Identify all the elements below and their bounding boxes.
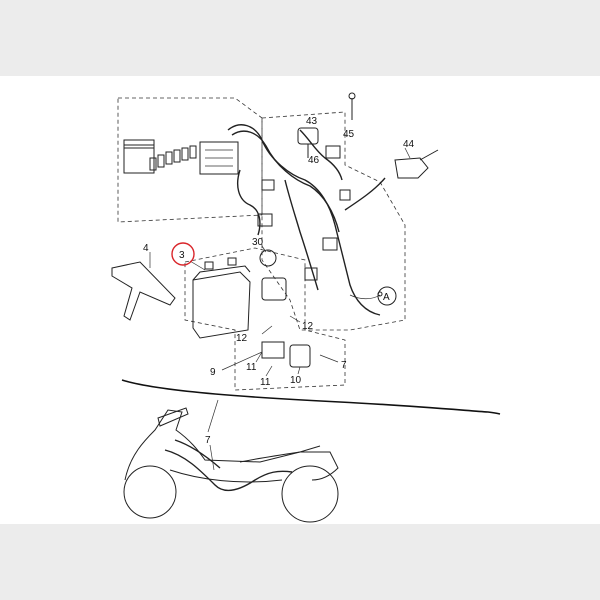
part-10-relay [289, 344, 311, 368]
leader-12b [289, 315, 301, 323]
callout-7a: 7 [341, 360, 347, 371]
callout-4: 4 [143, 243, 149, 254]
scooter-harness [164, 449, 293, 492]
connector-d [304, 267, 318, 281]
fuse-box [199, 141, 239, 175]
branch-center [284, 179, 319, 291]
branch-44 [344, 177, 386, 211]
callout-30: 30 [252, 237, 264, 248]
view-separator-curve [121, 379, 501, 415]
callout-43: 43 [306, 116, 318, 127]
scooter-outline [123, 407, 339, 523]
connector-c [322, 237, 338, 251]
part-4-bracket [111, 261, 176, 321]
branch-top [299, 129, 343, 181]
callout-44: 44 [403, 139, 415, 150]
relay-lower [261, 277, 287, 301]
callout-7b: 7 [205, 435, 211, 446]
callout-A: A [383, 292, 390, 303]
relay-box [123, 144, 155, 174]
leader-11a [255, 351, 263, 363]
callout-45: 45 [343, 129, 355, 140]
part-46-connector [325, 145, 341, 159]
upper-left-dashed-region [117, 97, 263, 223]
callout-9: 9 [210, 367, 216, 378]
part-45-cap [348, 92, 356, 100]
callout-3: 3 [179, 250, 185, 261]
marker-a-circle [377, 286, 397, 306]
relay-box-top [123, 139, 155, 149]
part-44-switch [394, 157, 429, 179]
callout-11a: 11 [246, 362, 257, 373]
location-leader [207, 399, 219, 433]
part-30-clamp [259, 249, 277, 267]
fuses [149, 145, 197, 171]
leader-10 [297, 366, 301, 375]
leader-12a [261, 325, 273, 335]
callout-12a: 12 [236, 333, 248, 344]
battery [192, 257, 251, 339]
branch-left [237, 169, 261, 236]
callout-12b: 12 [302, 321, 314, 332]
callout-10: 10 [290, 375, 302, 386]
connector-e [339, 189, 351, 201]
leader-3 [189, 260, 206, 271]
main-harness [227, 124, 381, 316]
callout-11b: 11 [260, 377, 271, 388]
highlight-circle [171, 242, 195, 266]
leader-44 [404, 147, 411, 159]
part-9-connector [261, 341, 285, 359]
leader-7a [319, 354, 339, 363]
main-harness-2 [231, 130, 340, 233]
connector-a [261, 179, 275, 191]
leader-7b [209, 444, 215, 471]
connector-b [257, 213, 273, 227]
diagram-sheet [0, 76, 600, 524]
callout-46: 46 [308, 155, 320, 166]
leader-9 [221, 351, 263, 371]
leader-11b [265, 365, 273, 377]
